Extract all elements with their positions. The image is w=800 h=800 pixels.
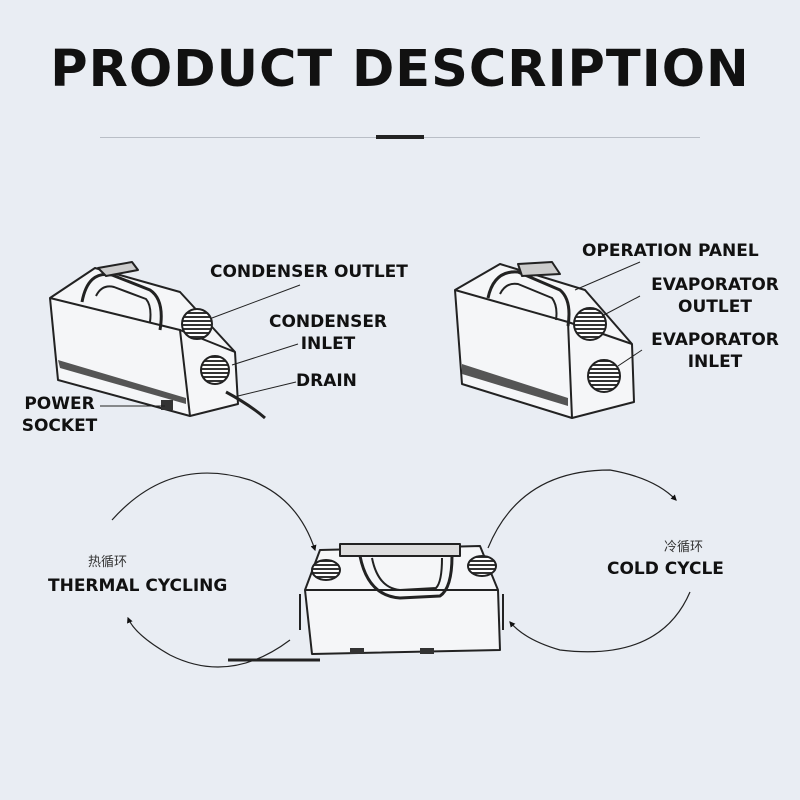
label-evaporator-inlet-line2: INLET <box>687 352 743 372</box>
label-condenser-inlet-line1: CONDENSER <box>268 312 388 332</box>
label-thermal-cycling-zh: 热循环 <box>88 555 128 570</box>
label-condenser-outlet: CONDENSER OUTLET <box>210 262 408 282</box>
label-drain: DRAIN <box>296 371 357 391</box>
title-divider-accent <box>376 135 424 139</box>
left-unit-illustration <box>49 261 266 420</box>
label-evaporator-outlet-line2: OUTLET <box>678 297 752 317</box>
bottom-unit-illustration <box>228 543 504 662</box>
right-unit-illustration <box>454 261 635 419</box>
label-operation-panel: OPERATION PANEL <box>582 241 759 261</box>
label-cold-cycle-zh: 冷循环 <box>664 540 704 555</box>
cold-cycle-arrows <box>487 469 691 653</box>
label-evaporator-inlet-line1: EVAPORATOR <box>651 330 779 350</box>
label-thermal-cycling: THERMAL CYCLING <box>48 576 228 596</box>
thermal-cycle-arrows <box>111 472 317 668</box>
left-unit-leader-lines <box>100 284 301 407</box>
label-condenser-inlet-line2: INLET <box>300 334 356 354</box>
label-cold-cycle: COLD CYCLE <box>607 559 724 579</box>
label-power-socket-line2: SOCKET <box>21 416 98 436</box>
label-power-socket-line1: POWER <box>24 394 95 414</box>
right-unit-leader-lines <box>574 261 643 367</box>
page-title: PRODUCT DESCRIPTION <box>50 40 750 99</box>
label-evaporator-outlet-line1: EVAPORATOR <box>651 275 779 295</box>
